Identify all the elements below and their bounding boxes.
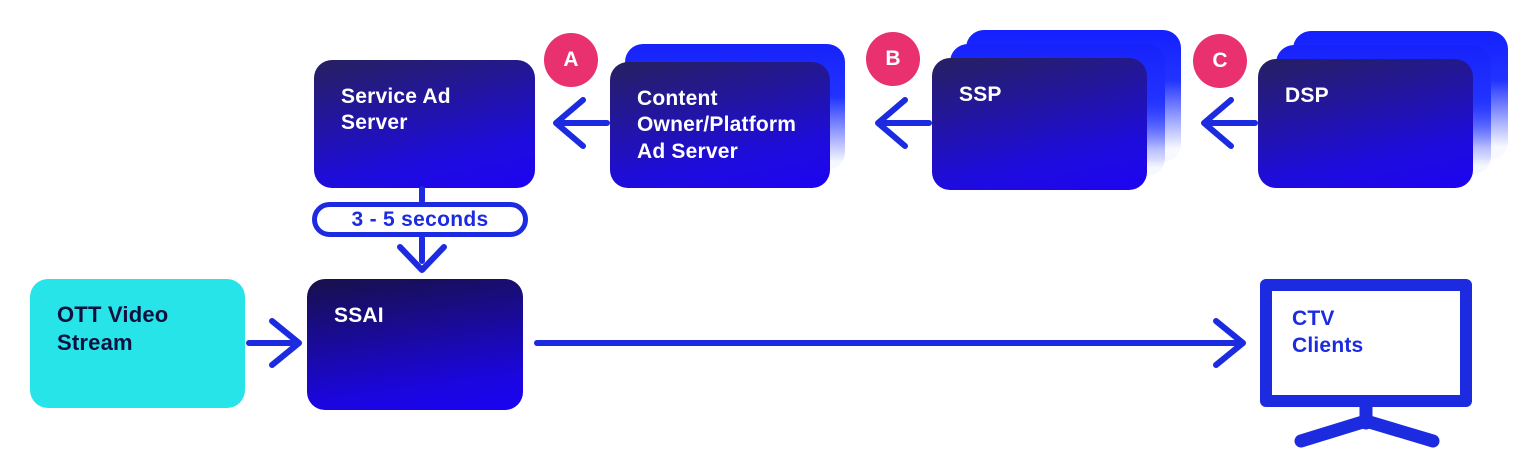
badge-b-label: B	[885, 47, 901, 70]
node-ssai: SSAI	[307, 279, 523, 410]
node-dsp: DSP	[1258, 59, 1473, 188]
node-content-owner-label: Content Owner/Platform Ad Server	[637, 87, 797, 163]
latency-pill-label: 3 - 5 seconds	[351, 207, 489, 231]
arrow-ssp-to-content	[875, 97, 932, 149]
badge-c: C	[1193, 34, 1247, 88]
badge-a: A	[544, 33, 598, 87]
node-content-owner-ad-server: Content Owner/Platform Ad Server	[610, 62, 830, 188]
node-ssp: SSP	[932, 58, 1147, 190]
arrow-ssai-to-ctv	[534, 318, 1246, 368]
node-service-ad-server-label: Service Ad Server	[341, 85, 451, 135]
tv-stand-icon	[1294, 397, 1440, 448]
node-ctv-clients-label: CTV Clients	[1292, 307, 1364, 358]
node-ssp-label: SSP	[959, 83, 1002, 106]
node-ctv-clients: CTV Clients	[1260, 279, 1472, 407]
node-ott-video-stream: OTT Video Stream	[30, 279, 245, 408]
arrow-dsp-to-ssp	[1201, 97, 1258, 149]
badge-b: B	[866, 32, 920, 86]
arrow-content-to-service	[553, 97, 610, 149]
node-ott-video-stream-label: OTT Video Stream	[57, 302, 169, 355]
node-dsp-label: DSP	[1285, 84, 1329, 107]
arrow-ott-to-ssai	[246, 318, 302, 368]
latency-pill: 3 - 5 seconds	[312, 202, 528, 237]
badge-a-label: A	[563, 48, 579, 71]
node-ssai-label: SSAI	[334, 304, 384, 327]
badge-c-label: C	[1212, 49, 1228, 72]
node-service-ad-server: Service Ad Server	[314, 60, 535, 188]
